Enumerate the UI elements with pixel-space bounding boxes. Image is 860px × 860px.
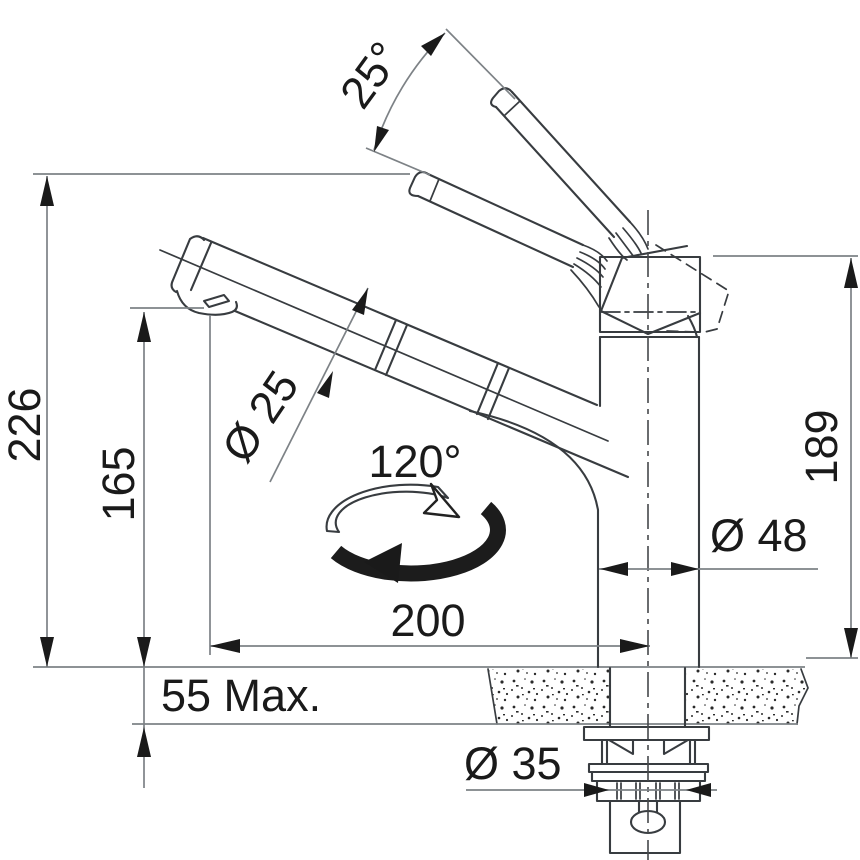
aerator-outline bbox=[175, 289, 238, 316]
label-body-diameter: Ø 48 bbox=[710, 510, 808, 561]
spout-ring-joint-2 bbox=[475, 361, 511, 421]
handle-r-top bbox=[510, 90, 632, 224]
arrow-189-top bbox=[844, 258, 858, 288]
arrow-200-right bbox=[620, 639, 650, 653]
label-spout-reach: 200 bbox=[390, 595, 465, 646]
gusset-left bbox=[607, 738, 635, 756]
body-neck-fillet bbox=[468, 409, 600, 669]
arrow-35-left bbox=[584, 783, 609, 797]
body-column bbox=[468, 335, 701, 669]
arrow-200-left bbox=[210, 639, 240, 653]
handle-h-bottom bbox=[416, 194, 575, 269]
swivel-corner-curve bbox=[686, 314, 699, 339]
tailpiece-box bbox=[608, 799, 682, 855]
faucet-outline bbox=[159, 87, 731, 669]
countertop-right-block bbox=[685, 669, 808, 724]
countertop-section bbox=[33, 666, 809, 728]
label-spout-outlet-height: 165 bbox=[93, 446, 144, 521]
handle-h-endcap bbox=[408, 171, 430, 198]
ref-line-handle-down bbox=[365, 147, 431, 176]
spout-tip-seam bbox=[189, 241, 213, 292]
arrow-48-right bbox=[671, 562, 699, 576]
stud bbox=[637, 799, 659, 815]
arrow-189-bottom bbox=[844, 628, 858, 658]
rotation-symbol bbox=[325, 482, 506, 583]
swivel-alt-position-dashed bbox=[655, 244, 731, 334]
head-swivel bbox=[598, 244, 731, 339]
arrow-arc-bottom bbox=[374, 126, 389, 152]
arrow-48-left bbox=[600, 562, 628, 576]
dim-line-25-diameter bbox=[269, 287, 369, 483]
countertop-left-block bbox=[488, 669, 610, 724]
handle-r-endcap bbox=[490, 87, 514, 109]
handle-horizontal bbox=[408, 171, 608, 308]
arrow-35-right bbox=[686, 783, 711, 797]
label-spout-diameter: Ø 25 bbox=[212, 362, 309, 471]
spout-tip-cap bbox=[170, 235, 206, 294]
rotation-band-black bbox=[330, 501, 506, 582]
nut-slots bbox=[616, 782, 680, 800]
aerator-outlet bbox=[202, 293, 231, 309]
countertop-torn-edge-right bbox=[796, 668, 809, 725]
rotation-arrow-ccw bbox=[364, 543, 402, 583]
spout-ring-joint-1 bbox=[373, 318, 409, 377]
label-height-above-deck: 189 bbox=[796, 409, 847, 484]
handle-r-cap-seam bbox=[504, 100, 521, 116]
handle-h-knuckle-ribs bbox=[570, 244, 608, 308]
mounting-hole-edges bbox=[608, 666, 687, 728]
handle-r-bottom bbox=[494, 105, 616, 239]
gusset-right bbox=[662, 738, 690, 756]
arrow-226-top bbox=[40, 176, 54, 206]
countertop-torn-edge-left bbox=[487, 668, 498, 725]
dimension-arrowheads bbox=[40, 33, 858, 797]
handle-h-cap-seam bbox=[429, 178, 440, 202]
label-hole-diameter: Ø 35 bbox=[464, 738, 562, 789]
label-max-deck-thickness: 55 Max. bbox=[161, 670, 321, 721]
arrow-165-bottom bbox=[137, 637, 151, 667]
handle-h-top bbox=[426, 172, 585, 247]
threaded-shank bbox=[600, 738, 697, 766]
arrow-25dia-lower bbox=[317, 371, 333, 398]
handle-r-knuckle-ribs bbox=[608, 221, 649, 261]
arrow-165-top bbox=[137, 312, 151, 342]
arrow-55-bottom bbox=[137, 727, 151, 757]
label-swivel-angle: 120° bbox=[368, 436, 461, 487]
swivel-pentagon bbox=[599, 244, 702, 336]
ext-line-raised-handle bbox=[445, 28, 516, 100]
spout-seam-line bbox=[159, 249, 609, 442]
label-handle-angle: 25° bbox=[330, 32, 411, 117]
arrow-arc-top bbox=[421, 33, 445, 56]
spout-top-edge bbox=[201, 236, 599, 407]
head-block bbox=[598, 255, 702, 334]
label-overall-height: 226 bbox=[0, 387, 50, 462]
handle-raised bbox=[490, 87, 649, 261]
rotation-arrow-cw bbox=[422, 482, 461, 519]
flange-plate bbox=[582, 725, 711, 742]
arrow-25dia-upper bbox=[352, 288, 368, 315]
rotation-band-white bbox=[325, 483, 450, 534]
arrow-226-bottom bbox=[40, 637, 54, 667]
